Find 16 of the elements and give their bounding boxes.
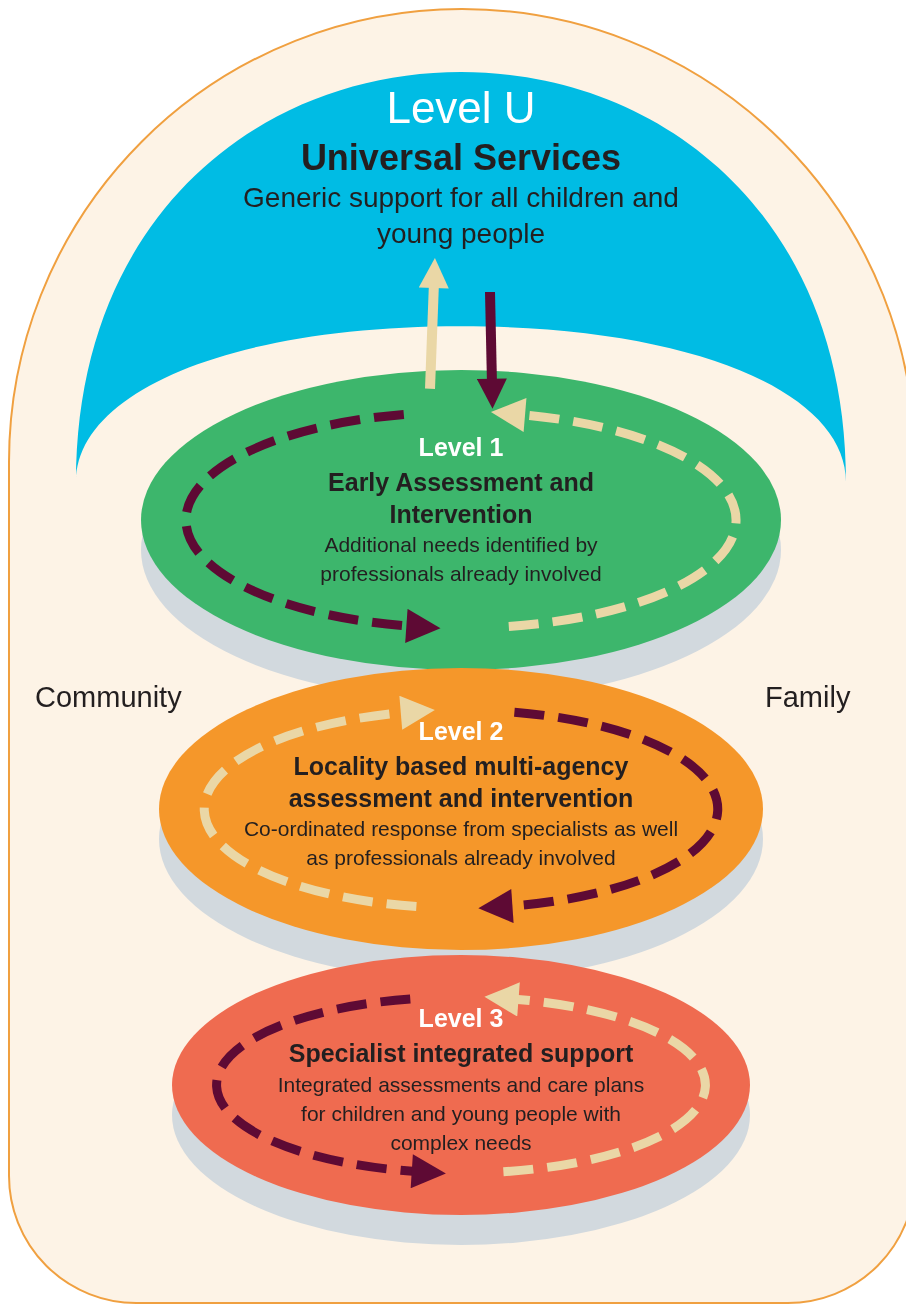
side-label: Community [35, 680, 182, 715]
level-label: Level U [386, 82, 536, 134]
level-label: Level 2 [418, 716, 504, 747]
level-heading: Specialist integrated support [288, 1038, 634, 1070]
level-description: Generic support for all children and young people [242, 181, 680, 252]
level-heading: Early Assessment and Intervention [327, 467, 595, 530]
side-label: Family [765, 680, 851, 715]
arrow [476, 291, 507, 409]
level-description: Additional needs identified by professionals already involved [319, 531, 603, 588]
level-label: Level 3 [418, 1003, 504, 1034]
level-heading: Universal Services [300, 136, 622, 180]
level-description: Co-ordinated response from specialists as well as professionals already involved [242, 815, 680, 872]
level-description: Integrated assessments and care plans for children and young people with complex needs [276, 1071, 646, 1157]
level-heading: Locality based multi-agency assessment and intervention [287, 751, 635, 814]
arrow [418, 258, 449, 389]
level-label: Level 1 [418, 432, 504, 463]
